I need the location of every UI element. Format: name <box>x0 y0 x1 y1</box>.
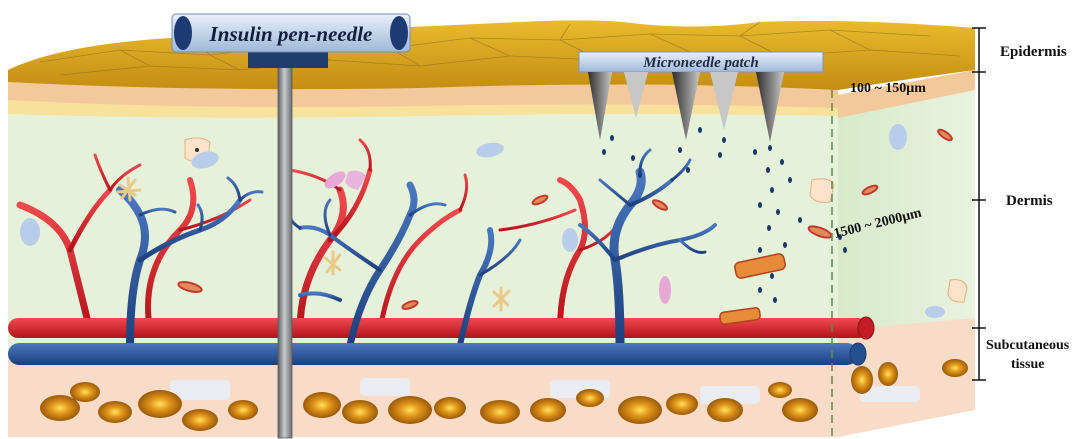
epidermis-label: Epidermis <box>1000 44 1067 60</box>
needle-shaft <box>278 60 292 438</box>
epidermis-surface <box>8 20 975 90</box>
needle-hub <box>248 52 328 68</box>
dermis-label: Dermis <box>1006 193 1053 209</box>
vein-main <box>8 343 858 365</box>
pen-cap-left <box>174 16 192 50</box>
epidermis-depth-label: 100 ~ 150μm <box>850 81 926 96</box>
subcutaneous-label-line2: tissue <box>1011 357 1044 372</box>
subcutaneous-label-line1: Subcutaneous <box>986 338 1070 353</box>
microneedle-patch-label: Microneedle patch <box>642 55 758 71</box>
insulin-pen-label: Insulin pen-needle <box>209 22 373 46</box>
pen-cap-right <box>390 16 408 50</box>
